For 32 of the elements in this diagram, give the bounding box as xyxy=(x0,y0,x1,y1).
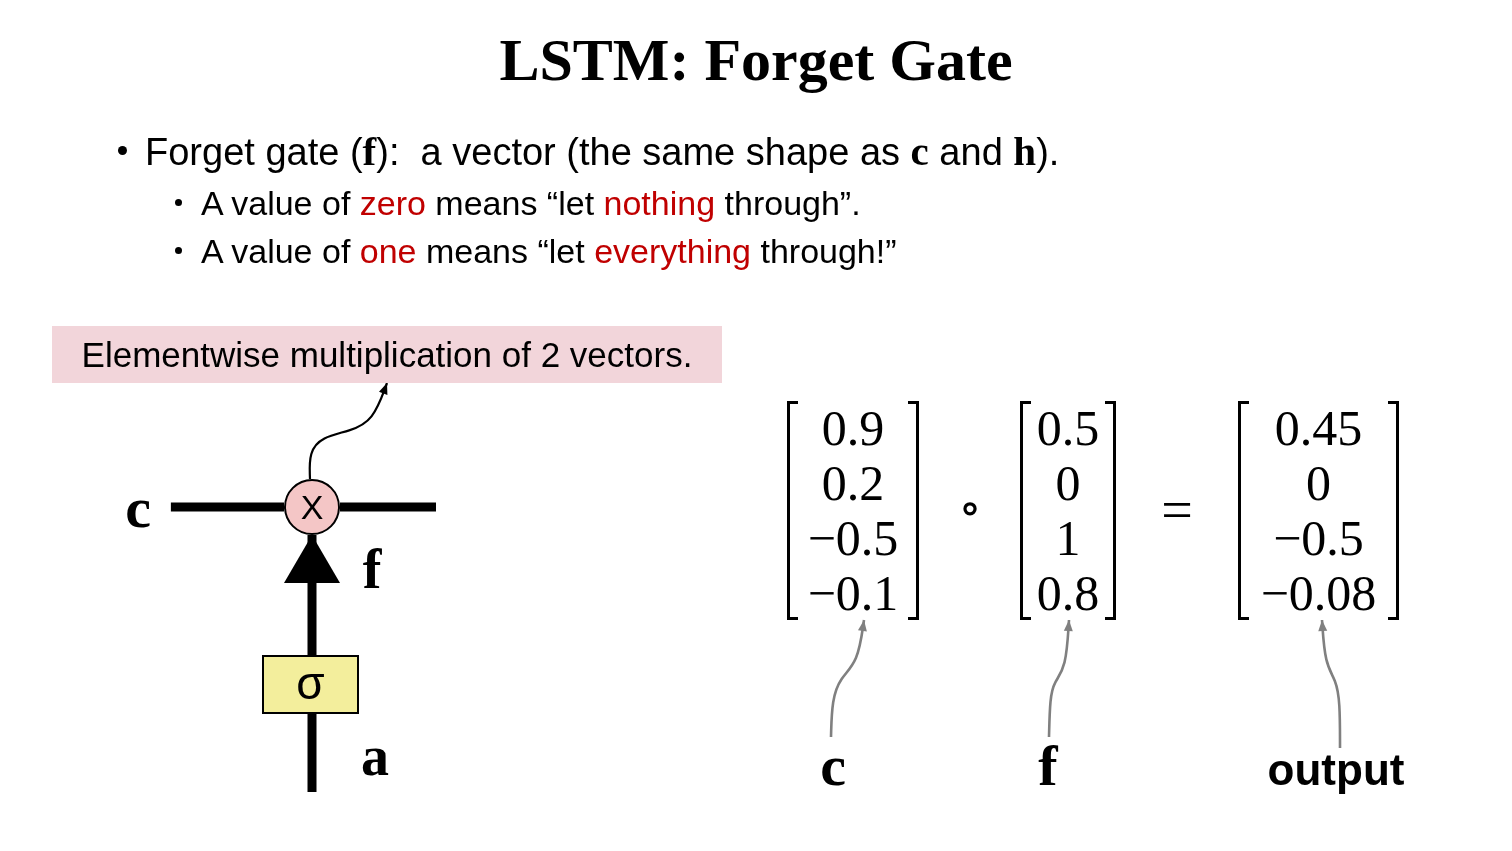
bullet-text: A value of one means “let everything through!” xyxy=(201,231,897,272)
variable-label: f xyxy=(1038,737,1058,795)
vector-entry: 1 xyxy=(1055,511,1081,565)
arrow xyxy=(308,382,389,480)
variable-label: c xyxy=(125,479,151,537)
connector-line xyxy=(170,502,284,512)
sigmoid-box: σ xyxy=(262,655,359,714)
bullet-text: Forget gate (f): a vector (the same shape as c and h). xyxy=(145,127,1060,176)
vector-entry: 0.9 xyxy=(821,401,885,455)
variable-label: c xyxy=(820,737,846,795)
multiply-circle: X xyxy=(284,479,340,535)
variable-label: output xyxy=(1267,748,1405,792)
connector-line xyxy=(340,502,436,512)
vector-entry: 0 xyxy=(1306,456,1331,510)
callout-box: Elementwise multiplication of 2 vectors. xyxy=(52,326,722,383)
vector-entry: −0.5 xyxy=(1273,511,1364,565)
arrow xyxy=(284,535,340,655)
leader-arrow xyxy=(1318,619,1342,748)
vector-entry: 0.5 xyxy=(1036,401,1100,455)
vector-entry: −0.1 xyxy=(807,566,899,620)
leader-arrow xyxy=(829,619,867,738)
connector-line xyxy=(307,714,317,792)
vector-entry: 0.2 xyxy=(821,456,885,510)
leader-arrow xyxy=(1047,619,1073,738)
vector-entry: 0 xyxy=(1055,456,1081,510)
vector-entry: −0.08 xyxy=(1260,566,1377,620)
operator-symbol: ∘ xyxy=(958,484,982,532)
bullet-text: A value of zero means “let nothing through”. xyxy=(201,183,861,224)
vector-entry: 0.8 xyxy=(1036,566,1100,620)
vector-entry: 0.45 xyxy=(1274,401,1363,455)
vector-entry: −0.5 xyxy=(807,511,899,565)
operator-symbol: = xyxy=(1161,482,1193,538)
